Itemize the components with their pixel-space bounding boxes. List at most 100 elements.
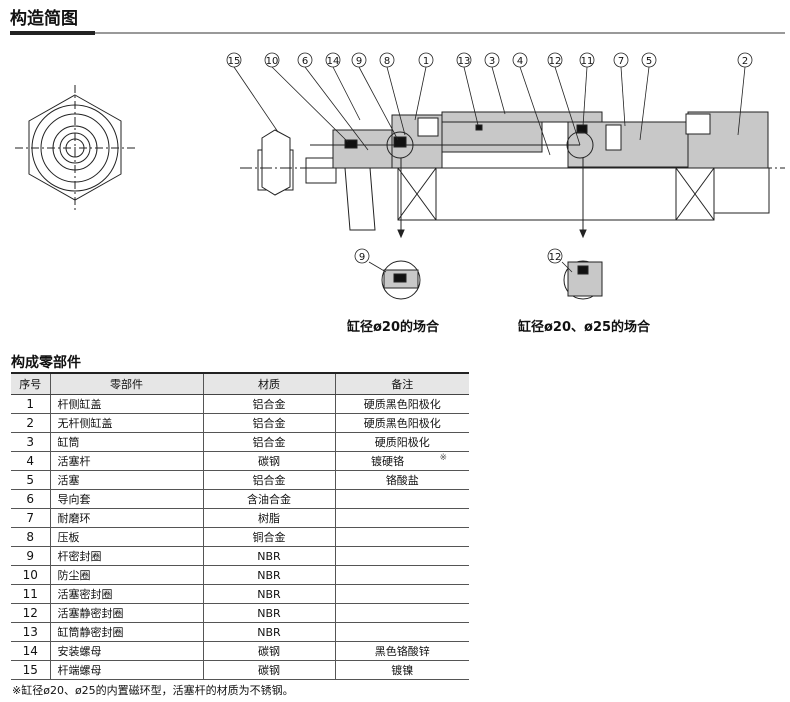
part-name: 缸筒静密封圈 [49,622,203,642]
material: 含油合金 [202,489,335,509]
callout-label: 3 [489,56,495,67]
callout-label: 1 [423,56,429,67]
note [334,565,469,585]
detail-caption-20: 缸径ø20的场合 [347,320,440,335]
detail-callout-9: 9 [354,248,370,264]
callout-label: 10 [266,56,279,67]
title-rule-gray [95,32,785,34]
callouts: 15 10 6 14 9 8 1 13 3 4 12 11 7 5 2 9 12 [226,52,753,264]
material: 碳钢 [202,641,335,661]
callout-11: 11 [579,52,595,68]
part-name: 安装螺母 [49,641,203,661]
part-name: 杆密封圈 [49,546,203,566]
callout-label: 8 [384,56,390,67]
row-number: 9 [11,546,50,566]
row-number: 12 [11,603,50,623]
note [334,584,469,604]
callout-8: 8 [379,52,395,68]
callout-4: 4 [512,52,528,68]
callout-label: 4 [517,56,523,67]
structure-diagram: 15 10 6 14 9 8 1 13 3 4 12 11 7 5 2 9 12 [15,52,785,300]
part-name: 活塞静密封圈 [49,603,203,623]
material: NBR [202,546,335,566]
material: 树脂 [202,508,335,528]
part-name: 活塞密封圈 [49,584,203,604]
note [334,527,469,547]
note: 硬质阳极化 [334,432,469,452]
note: 镀镍 [334,660,469,680]
row-number: 1 [11,394,50,414]
callout-label: 2 [742,56,748,67]
row-number: 6 [11,489,50,509]
row-number: 14 [11,641,50,661]
row-number: 5 [11,470,50,490]
detail-caption-20-25: 缸径ø20、ø25的场合 [518,320,651,335]
header-part: 零部件 [49,372,203,395]
row-number: 4 [11,451,50,471]
callout-label: 5 [646,56,652,67]
part-name: 缸筒 [49,432,203,452]
part-name: 防尘圈 [49,565,203,585]
callout-14: 14 [325,52,341,68]
callout-13: 13 [456,52,472,68]
callout-9: 9 [351,52,367,68]
row-number: 2 [11,413,50,433]
callout-12: 12 [547,52,563,68]
header-material: 材质 [202,372,335,395]
callout-label: 9 [359,252,365,263]
callout-label: 12 [549,56,562,67]
material: 铝合金 [202,413,335,433]
callout-2: 2 [737,52,753,68]
section-view [240,111,785,300]
callout-7: 7 [613,52,629,68]
note: 硬质黑色阳极化 [334,413,469,433]
note: 硬质黑色阳极化 [334,394,469,414]
leader-lines [233,66,746,273]
note [334,508,469,528]
callout-label: 11 [581,56,594,67]
header-no: 序号 [11,372,50,395]
material: 铝合金 [202,470,335,490]
row-number: 15 [11,660,50,680]
part-name: 杆端螺母 [49,660,203,680]
part-name: 无杆侧缸盖 [49,413,203,433]
material: 铜合金 [202,527,335,547]
section-title: 构造简图 [10,9,78,29]
row-number: 13 [11,622,50,642]
parts-title: 构成零部件 [11,355,81,371]
callout-label: 6 [302,56,308,67]
callout-label: 12 [549,252,562,263]
callout-10: 10 [264,52,280,68]
footnote: ※缸径ø20、ø25的内置磁环型，活塞杆的材质为不锈钢。 [12,684,294,697]
detail-callout-12: 12 [547,248,563,264]
callout-3: 3 [484,52,500,68]
row-number: 3 [11,432,50,452]
callout-label: 14 [327,56,340,67]
row-number: 7 [11,508,50,528]
note [334,622,469,642]
material: NBR [202,622,335,642]
note [334,489,469,509]
note: 黑色铬酸锌 [334,641,469,661]
callout-6: 6 [297,52,313,68]
material: NBR [202,603,335,623]
header-note: 备注 [334,372,469,395]
row-number: 8 [11,527,50,547]
part-name: 压板 [49,527,203,547]
note: 镀硬铬※ [334,451,469,471]
end-view [15,85,135,210]
